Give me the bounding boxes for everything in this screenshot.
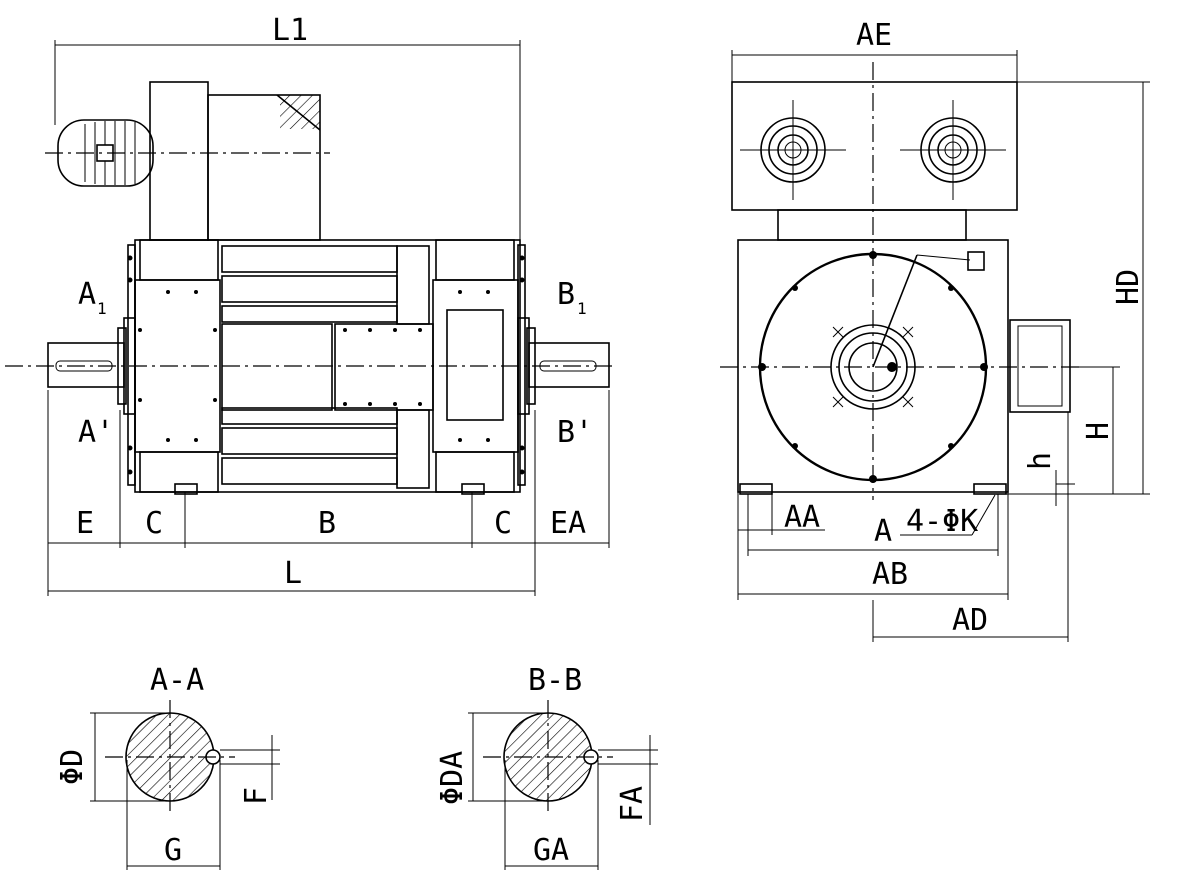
side-view: L1 A 1 B 1 A' B' E C B C EA L <box>5 13 615 596</box>
label-G: G <box>164 833 182 868</box>
label-AB: AB <box>872 557 908 592</box>
label-L: L <box>284 556 302 591</box>
label-holes: 4-ΦK <box>906 504 978 539</box>
label-h: h <box>1023 452 1058 470</box>
section-b-b: B-B ΦDA FA GA <box>435 663 658 870</box>
label-B1-subscript: 1 <box>577 299 587 318</box>
label-AE: AE <box>856 18 892 53</box>
front-view: AE HD H h AA A 4-ΦK AB AD <box>720 18 1150 642</box>
label-A: A <box>874 514 892 549</box>
label-phiDA: ΦDA <box>435 751 470 805</box>
label-AD: AD <box>952 603 988 638</box>
label-section-BB: B-B <box>528 663 582 698</box>
label-A1: A <box>78 277 96 312</box>
label-FA: FA <box>615 786 650 822</box>
label-F: F <box>239 787 274 805</box>
label-C-right: C <box>494 506 512 541</box>
cooler-port-left <box>740 100 846 200</box>
blower-unit <box>45 81 330 241</box>
label-HD: HD <box>1111 269 1146 305</box>
label-B-prime: B' <box>557 415 593 450</box>
label-C-left: C <box>145 506 163 541</box>
side-dimensions <box>47 40 610 596</box>
label-GA: GA <box>533 833 569 868</box>
label-AA: AA <box>784 500 820 535</box>
label-B: B <box>318 506 336 541</box>
label-B1: B <box>557 277 575 312</box>
label-H: H <box>1081 422 1116 440</box>
motor-body <box>123 239 530 495</box>
front-dimensions <box>731 50 1150 642</box>
front-labels: AE HD H h AA A 4-ΦK AB AD <box>784 18 1146 638</box>
label-section-AA: A-A <box>150 663 204 698</box>
label-L1: L1 <box>272 13 308 48</box>
section-a-a: A-A ΦD F G <box>55 663 280 870</box>
label-A-prime: A' <box>78 415 114 450</box>
label-A1-subscript: 1 <box>97 299 107 318</box>
label-phiD: ΦD <box>55 749 90 785</box>
side-labels: L1 A 1 B 1 A' B' E C B C EA L <box>76 13 593 591</box>
label-E: E <box>76 506 94 541</box>
cooler-port-right <box>900 100 1006 200</box>
label-EA: EA <box>550 506 586 541</box>
